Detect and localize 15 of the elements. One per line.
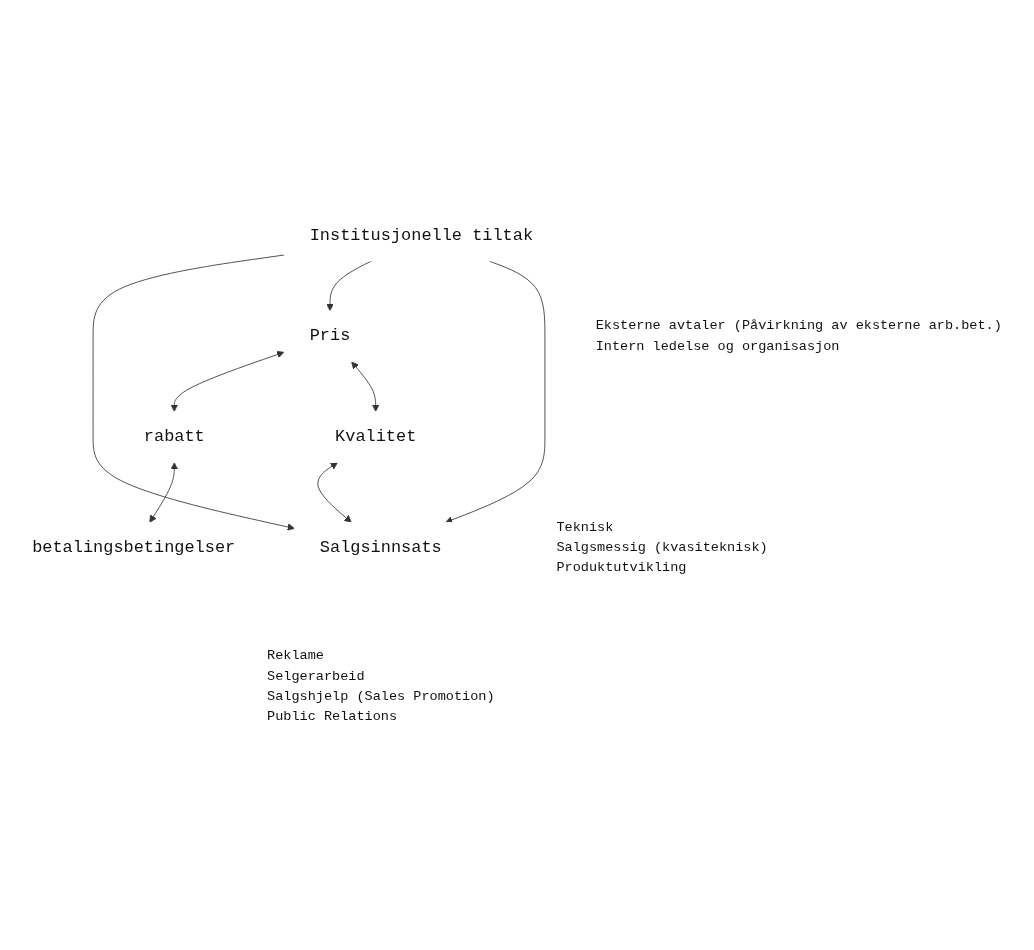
node-label: Produktutvikling	[556, 560, 687, 576]
node-text: Salgsinnsats	[319, 537, 442, 558]
node-text: Institusjonelle tiltak	[309, 225, 534, 245]
node-label: Reklame	[267, 648, 324, 664]
node-text: Kvalitet	[335, 426, 417, 447]
node-label: Public Relations	[267, 709, 398, 725]
node-label: Teknisk	[556, 519, 614, 536]
node-label: Selgerarbeid	[267, 668, 365, 684]
node-label: Eksterne avtaler (Påvirkning av eksterne arb.bet.)	[595, 318, 1002, 334]
node-label: Salgshjelp (Sales Promotion)	[267, 689, 495, 705]
node-text: rabatt	[143, 426, 205, 447]
node-text: Pris	[309, 326, 351, 346]
node-label: Intern ledelse og organisasjon	[595, 338, 840, 355]
node-text: betalingsbetingelser	[32, 537, 236, 558]
node-label: Salgsmessig (kvasiteknisk)	[556, 540, 768, 556]
